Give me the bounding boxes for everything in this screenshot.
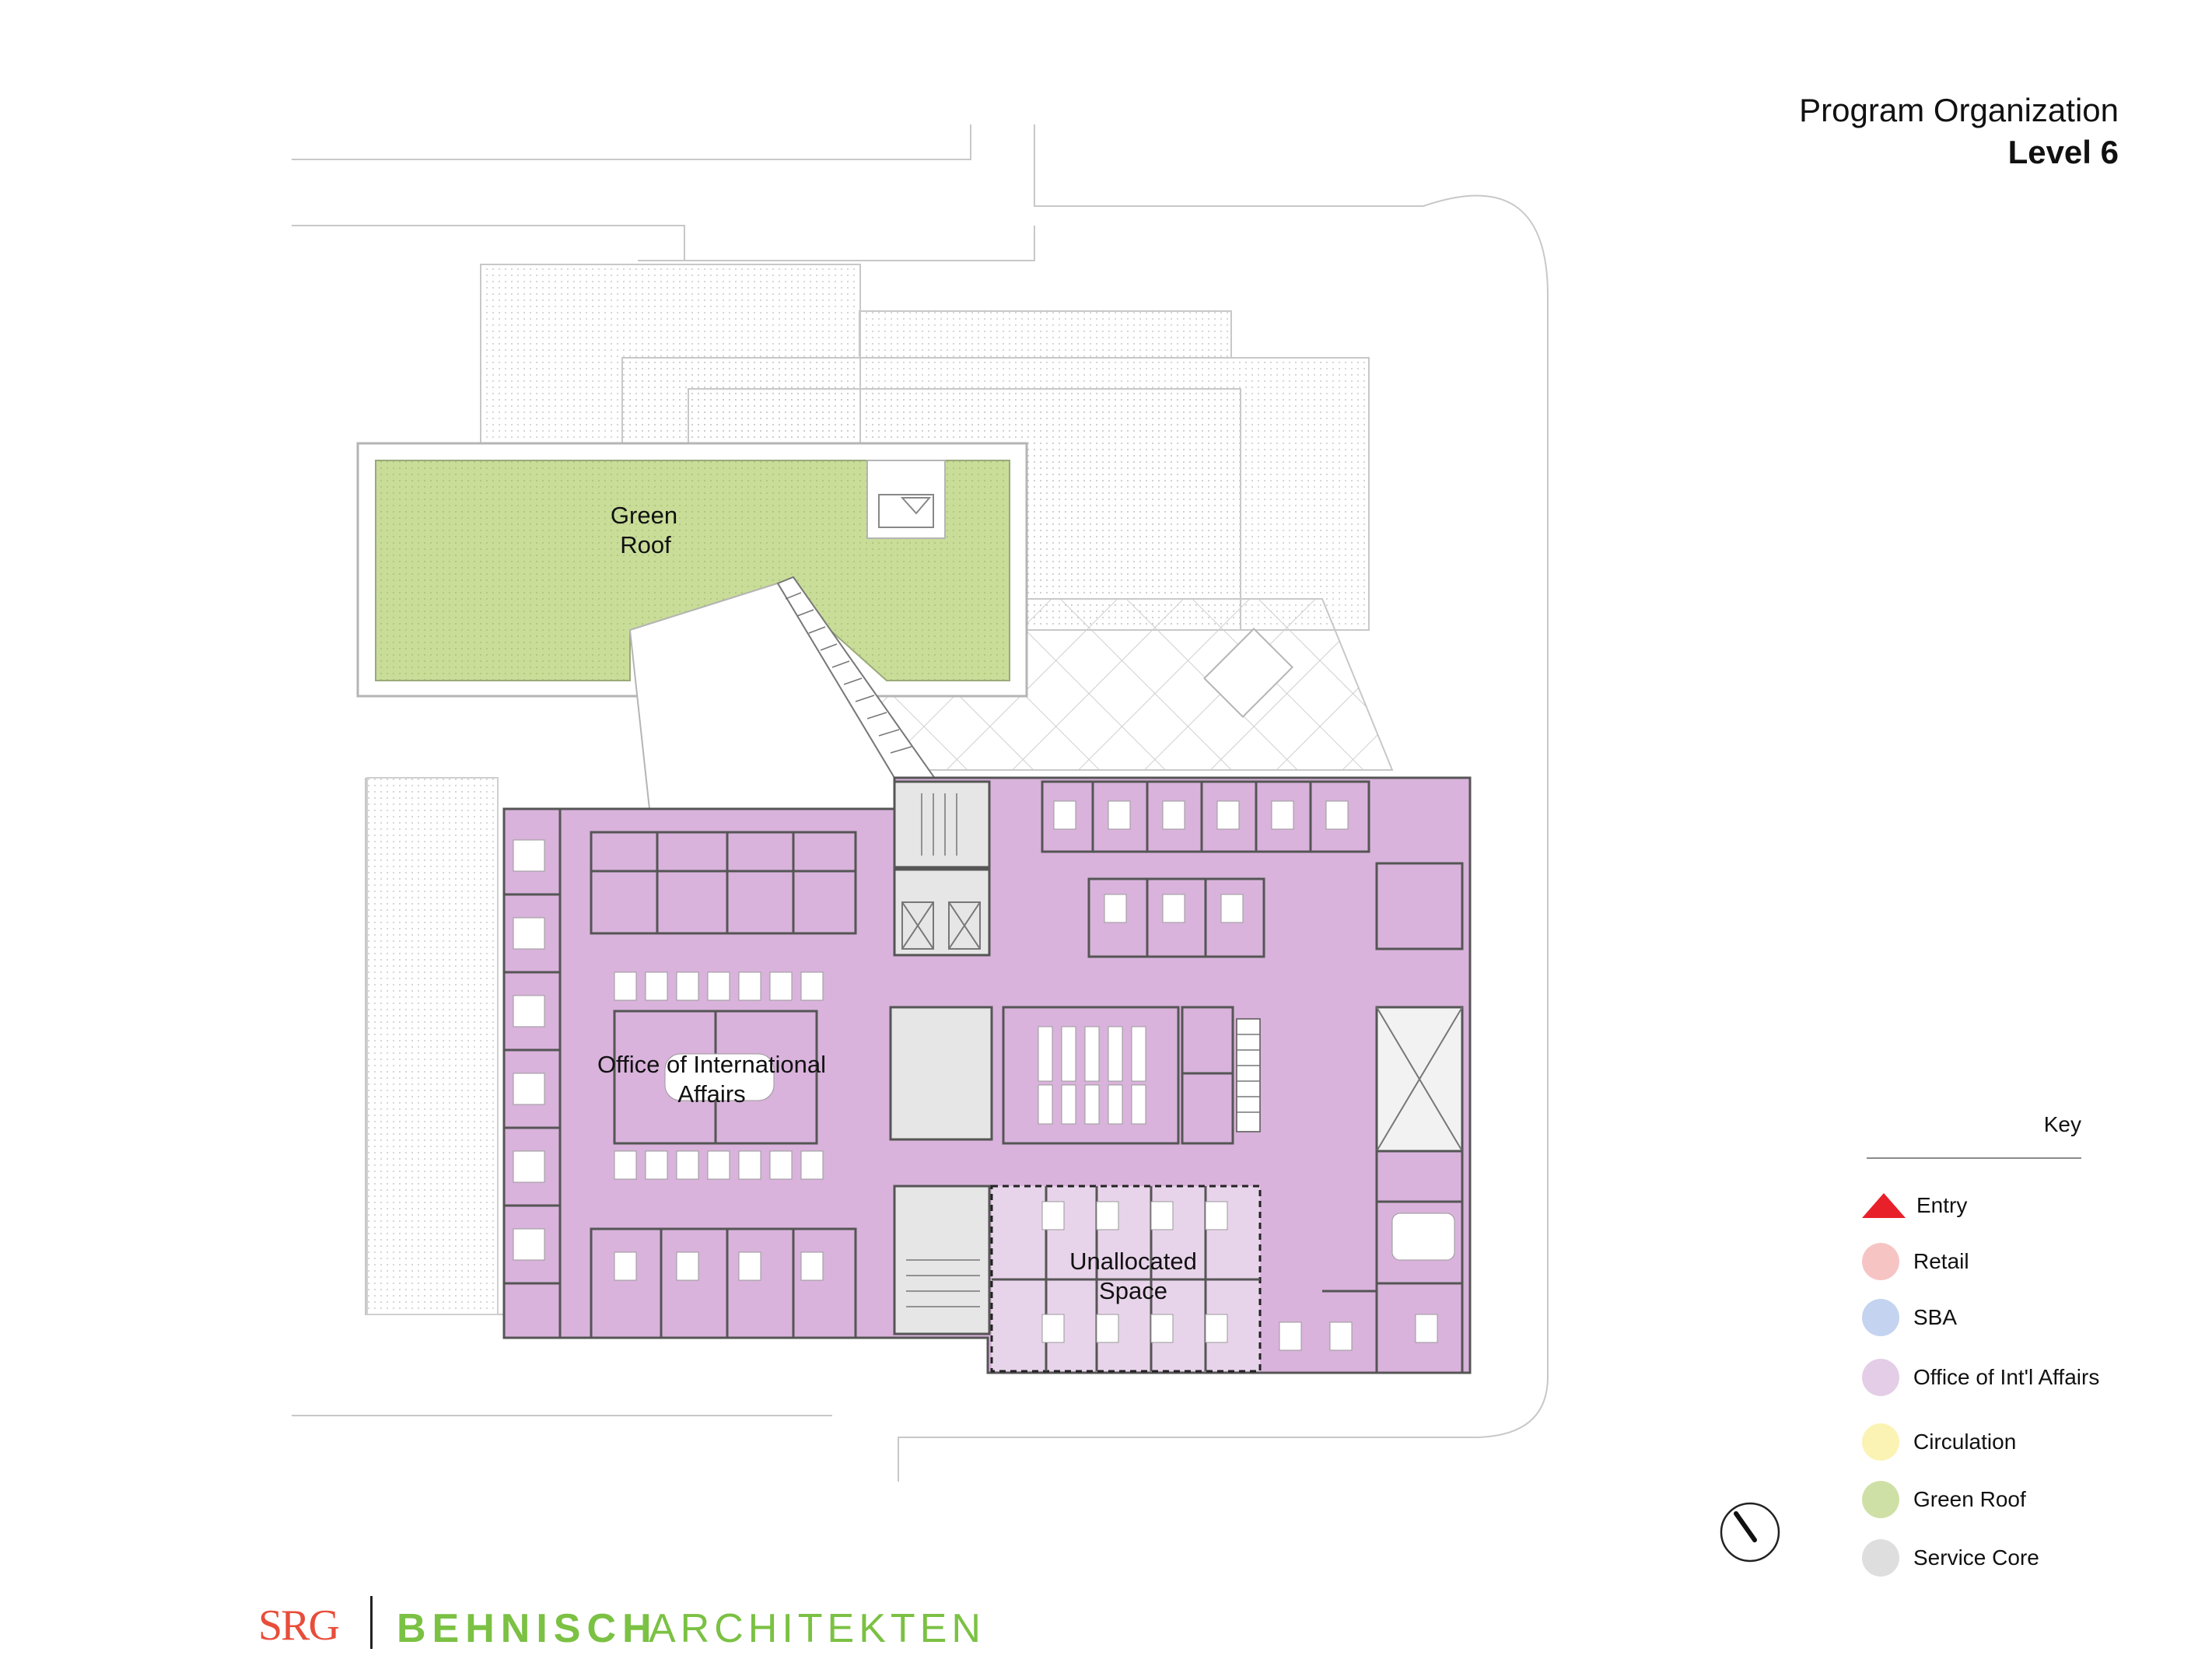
circulation-swatch <box>1862 1423 1899 1461</box>
key-item-retail: Retail <box>1862 1240 1969 1283</box>
key-label: SBA <box>1913 1305 1958 1329</box>
office-label-1: Office of International <box>597 1051 826 1078</box>
logo-divider <box>370 1596 373 1649</box>
site-context <box>292 124 1549 1482</box>
behnisch-logo: BEHNISCH <box>397 1606 658 1651</box>
triangle-icon <box>1862 1193 1906 1218</box>
green-roof-label-2: Roof <box>620 531 671 558</box>
office-floor: Office of International Affairs Unalloca… <box>502 776 1472 1374</box>
key-label: Green Roof <box>1913 1487 2026 1511</box>
north-arrow-icon <box>1720 1502 1780 1563</box>
green-roof: Green Roof <box>356 442 1028 698</box>
key-item-circulation: Circulation <box>1862 1420 2016 1464</box>
key-label: Office of Int'l Affairs <box>1913 1365 2100 1389</box>
furniture <box>513 800 1455 1351</box>
partitions <box>504 780 1464 1374</box>
key-label: Service Core <box>1913 1545 2039 1570</box>
office-swatch <box>1862 1359 1899 1396</box>
green-roof-swatch <box>1862 1481 1899 1518</box>
key-title: Key <box>2043 1112 2081 1136</box>
key-label: Retail <box>1913 1249 1969 1273</box>
key-item-office: Office of Int'l Affairs <box>1862 1356 2099 1399</box>
retail-swatch <box>1862 1243 1899 1280</box>
key-item-entry: Entry <box>1862 1184 1967 1227</box>
key-item-sba: SBA <box>1862 1296 1957 1339</box>
key-label: Entry <box>1916 1193 1968 1217</box>
office-label-2: Affairs <box>677 1080 745 1108</box>
key-item-service-core: Service Core <box>1862 1536 2039 1580</box>
page-subtitle: Level 6 <box>2007 134 2119 170</box>
service-core-swatch <box>1862 1539 1899 1577</box>
key-label: Circulation <box>1913 1430 2017 1454</box>
key-item-green-roof: Green Roof <box>1862 1478 2026 1521</box>
green-roof-label-1: Green <box>611 502 677 529</box>
srg-logo: SRG <box>258 1601 340 1650</box>
unallocated-label-1: Unallocated <box>1069 1248 1197 1275</box>
page-title: Program Organization <box>1799 92 2119 128</box>
sba-swatch <box>1862 1299 1899 1336</box>
architekten-logo: ARCHITEKTEN <box>649 1606 985 1651</box>
unallocated-label-2: Space <box>1099 1277 1167 1304</box>
key-divider <box>1867 1157 2081 1159</box>
angled-stair <box>628 576 940 810</box>
